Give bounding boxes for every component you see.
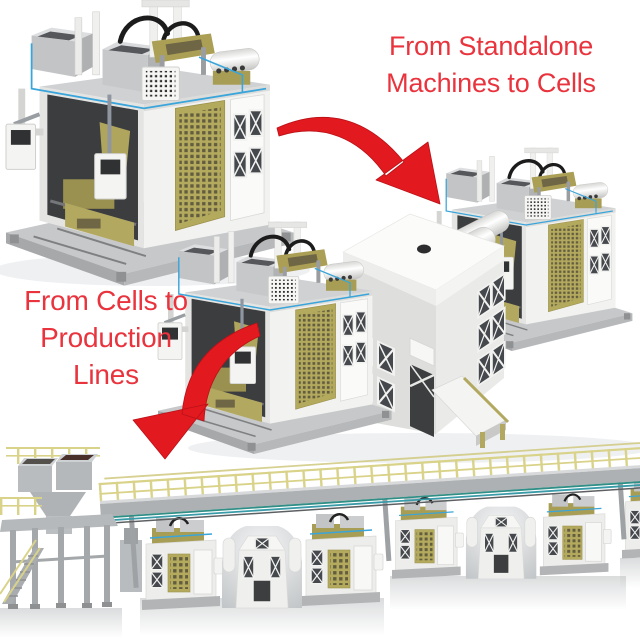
arrow-cell-to-production-line (132, 322, 261, 460)
label-cells-to-production-lines: From Cells to Production Lines (0, 282, 212, 393)
enclosure-sign (409, 337, 435, 367)
label-line: Machines to Cells (386, 68, 596, 98)
label-line: Lines (73, 359, 139, 390)
pipe-teal (101, 483, 640, 522)
walkway-deck (100, 467, 640, 517)
machine-cell-illustration (158, 148, 632, 454)
tower-funnel (30, 492, 86, 516)
tower-bin (18, 458, 58, 492)
feed-tower (0, 447, 118, 609)
reflection (390, 576, 626, 610)
tower-bin (56, 454, 98, 490)
roof-vent (417, 244, 431, 254)
flow-arrows (132, 116, 441, 460)
label-line: From Cells to (24, 285, 188, 316)
walkway-back-rail (104, 441, 640, 480)
cell-enclosure (342, 213, 510, 448)
reflection (620, 558, 640, 588)
walkway-deck-top (99, 464, 640, 504)
standalone-machine (6, 0, 294, 286)
arrow-standalone-to-cell (276, 116, 441, 205)
reflection (0, 608, 122, 638)
line-cell (392, 494, 611, 578)
label-standalone-to-cells: From Standalone Machines to Cells (352, 28, 630, 102)
production-line-illustration (0, 441, 640, 638)
standalone-machine-illustration (6, 0, 294, 286)
label-line: Production (40, 322, 172, 353)
tower-stairs (0, 539, 44, 604)
enclosure-doorway (410, 364, 434, 438)
elevated-walkway (98, 441, 640, 588)
conveyor (431, 375, 510, 448)
label-line: From Standalone (388, 31, 594, 61)
line-cell (142, 514, 383, 610)
pipe-teal (100, 480, 640, 519)
